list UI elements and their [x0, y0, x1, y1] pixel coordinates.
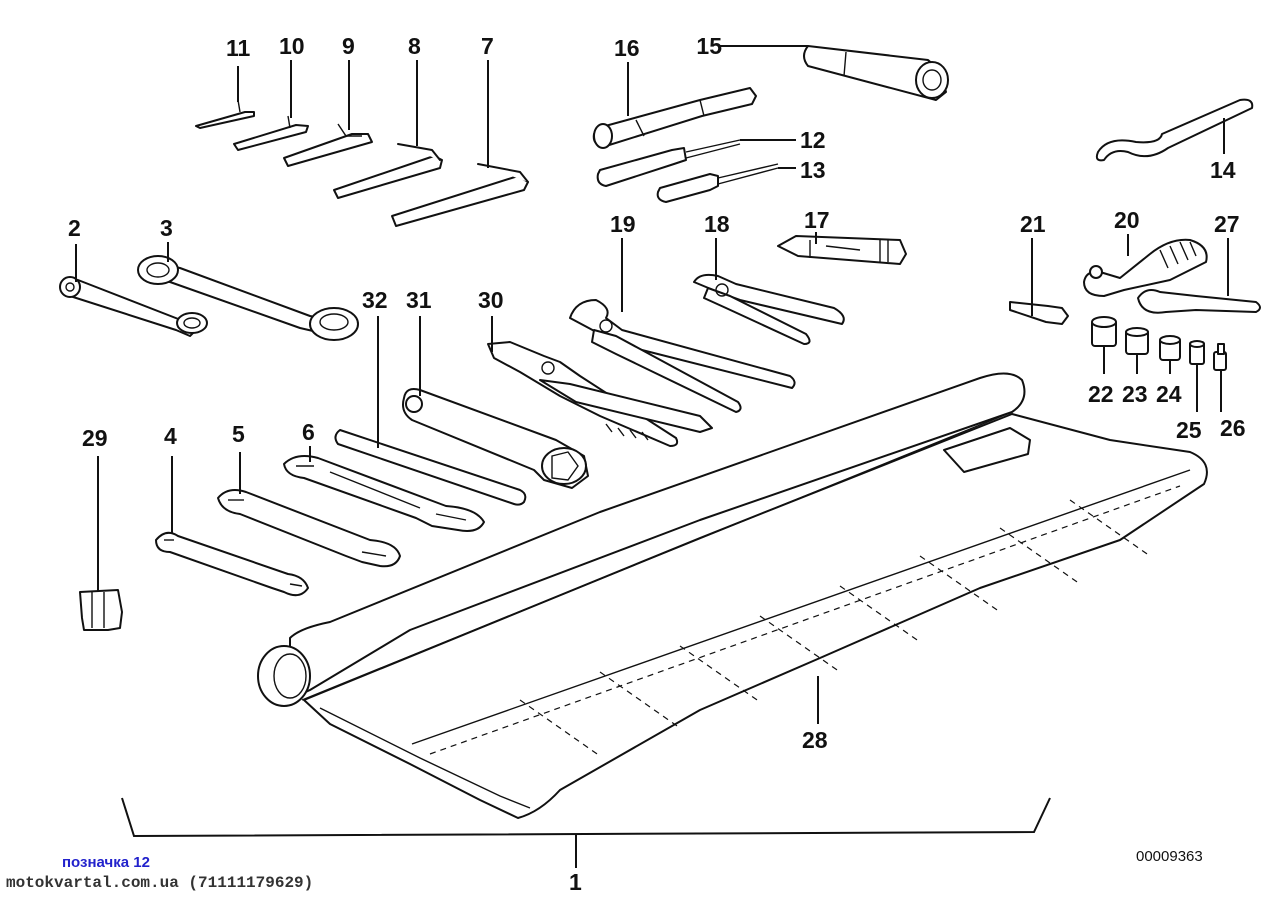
open-spanner-5 — [217, 489, 401, 568]
socket-23 — [1125, 327, 1149, 355]
bit-26 — [1213, 343, 1227, 371]
label-24: 24 — [1156, 381, 1182, 407]
label-23: 23 — [1122, 381, 1148, 407]
open-spanner-4 — [155, 531, 309, 597]
fuse-29 — [79, 589, 123, 631]
note-text: позначка 12 — [62, 854, 150, 871]
label-13: 13 — [800, 157, 826, 183]
label-22: 22 — [1088, 381, 1114, 407]
label-7: 7 — [481, 33, 494, 59]
reference-numbers: 11 10 9 8 7 16 15 12 13 14 2 3 32 31 30 … — [68, 33, 1246, 895]
label-8: 8 — [408, 33, 421, 59]
tommy-bar-32 — [334, 429, 527, 506]
pliers-30 — [487, 341, 713, 447]
label-12: 12 — [800, 127, 826, 153]
screwdriver-13 — [656, 163, 779, 203]
label-30: 30 — [478, 287, 504, 313]
hex-key-7 — [391, 163, 529, 227]
socket-22 — [1091, 316, 1117, 347]
hex-key-10 — [233, 115, 309, 151]
label-15: 15 — [696, 33, 722, 59]
socket-24 — [1159, 335, 1181, 361]
socket-25 — [1189, 340, 1205, 365]
label-26: 26 — [1220, 415, 1246, 441]
label-21: 21 — [1020, 211, 1046, 237]
label-10: 10 — [279, 33, 305, 59]
label-1: 1 — [569, 869, 582, 895]
label-9: 9 — [342, 33, 355, 59]
label-4: 4 — [164, 423, 177, 449]
screwdriver-handle-16 — [592, 87, 757, 149]
ring-spanner-2 — [59, 276, 208, 337]
ring-spanner-3 — [137, 255, 359, 341]
pliers-19 — [569, 299, 796, 413]
wrench-27 — [1137, 289, 1261, 314]
cutter-18 — [693, 273, 845, 345]
screwdriver-12 — [596, 139, 741, 187]
hook-spanner-14 — [1095, 98, 1254, 162]
label-27: 27 — [1214, 211, 1240, 237]
label-31: 31 — [406, 287, 432, 313]
label-5: 5 — [232, 421, 245, 447]
label-2: 2 — [68, 215, 81, 241]
tool-roll-28 — [257, 372, 1208, 819]
label-17: 17 — [804, 207, 830, 233]
label-6: 6 — [302, 419, 315, 445]
label-20: 20 — [1114, 207, 1140, 233]
label-18: 18 — [704, 211, 730, 237]
box-spanner-31 — [402, 388, 589, 489]
label-11: 11 — [226, 35, 251, 61]
label-3: 3 — [160, 215, 173, 241]
source-watermark: motokvartal.com.ua (71111179629) — [6, 874, 314, 892]
extension-21 — [1009, 301, 1069, 325]
label-25: 25 — [1176, 417, 1202, 443]
label-19: 19 — [610, 211, 636, 237]
label-28: 28 — [802, 727, 828, 753]
label-29: 29 — [82, 425, 108, 451]
hex-key-11 — [195, 99, 255, 129]
hex-key-8 — [333, 143, 443, 199]
label-14: 14 — [1210, 157, 1236, 183]
label-32: 32 — [362, 287, 388, 313]
tyre-gauge-17 — [777, 235, 907, 265]
diagram-code: 00009363 — [1136, 848, 1203, 865]
hex-key-9 — [283, 123, 373, 167]
label-16: 16 — [614, 35, 640, 61]
leader-lines — [75, 45, 1229, 868]
box-spanner-15 — [803, 45, 949, 101]
ratchet-20 — [1083, 238, 1208, 297]
